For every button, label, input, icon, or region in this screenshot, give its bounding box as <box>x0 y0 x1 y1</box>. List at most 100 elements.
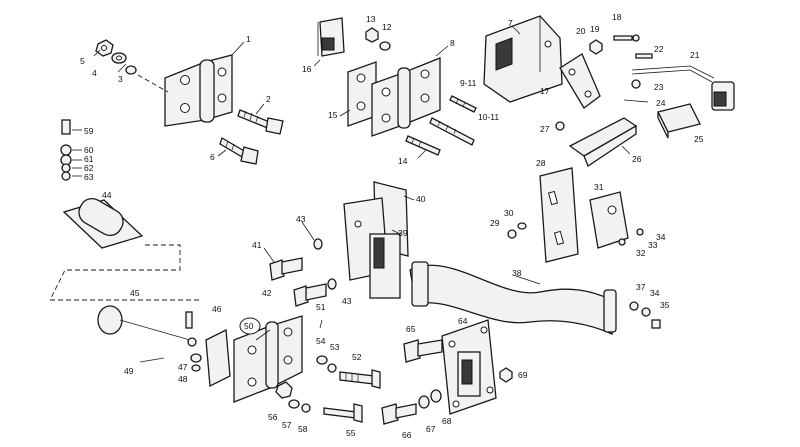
bolt-65 <box>403 339 443 363</box>
parts-34-37 <box>629 301 661 329</box>
nut-27 <box>555 121 565 131</box>
callout-59: 59 <box>84 126 94 136</box>
bracket-26 <box>568 117 638 167</box>
screw-14 <box>405 135 441 156</box>
callout-13: 13 <box>366 14 376 24</box>
callout-14: 14 <box>398 156 408 166</box>
block-25 <box>657 103 701 139</box>
screw-2 <box>237 109 284 135</box>
callout-64: 64 <box>458 316 468 326</box>
callout-69: 69 <box>518 370 528 380</box>
callout-42: 42 <box>262 288 272 298</box>
callout-50: 50 <box>244 321 254 331</box>
callout-4: 4 <box>92 68 97 78</box>
callout-61: 61 <box>84 154 94 164</box>
bolt-66 <box>381 403 417 425</box>
plate-64 <box>441 319 497 415</box>
washer-3 <box>125 65 137 75</box>
screw-9-11 <box>449 95 477 113</box>
callout-65: 65 <box>406 324 416 334</box>
latch-7 <box>483 15 563 103</box>
callout-16: 16 <box>302 64 312 74</box>
callout-19: 19 <box>590 24 600 34</box>
hinge-1 <box>164 54 233 127</box>
callout-labels: 1 2 3 4 5 6 7 8 9-11 10-11 12 13 14 15 1… <box>80 12 704 440</box>
callout-47: 47 <box>178 362 188 372</box>
callout-3: 3 <box>118 74 123 84</box>
washers-53-54 <box>316 355 337 373</box>
callout-15: 15 <box>328 110 338 120</box>
callout-40: 40 <box>416 194 426 204</box>
callout-23: 23 <box>654 82 664 92</box>
callout-33: 33 <box>648 240 658 250</box>
callout-2: 2 <box>266 94 271 104</box>
bolt-42 <box>293 283 327 307</box>
callout-49: 49 <box>124 366 134 376</box>
part-22 <box>635 53 653 59</box>
nut-13 <box>365 27 379 43</box>
clip-23 <box>631 79 641 89</box>
bolt-55 <box>323 403 363 423</box>
callout-12: 12 <box>382 22 392 32</box>
washer-29-30 <box>507 222 527 239</box>
callout-55: 55 <box>346 428 356 438</box>
callout-31: 31 <box>594 182 604 192</box>
callout-38: 38 <box>512 268 522 278</box>
bracket-31 <box>589 191 629 249</box>
bracket-16 <box>317 17 345 57</box>
callout-43b: 43 <box>342 296 352 306</box>
washer-43a <box>313 238 323 250</box>
callout-32: 32 <box>636 248 646 258</box>
plate-28 <box>539 167 579 263</box>
callout-54: 54 <box>316 336 326 346</box>
callout-39: 39 <box>398 228 408 238</box>
callout-28: 28 <box>536 158 546 168</box>
callout-57: 57 <box>282 420 292 430</box>
callout-56: 56 <box>268 412 278 422</box>
washer-12 <box>379 41 391 51</box>
hinge-51 <box>233 315 303 403</box>
pin-49 <box>139 357 165 363</box>
callout-53: 53 <box>330 342 340 352</box>
callout-7: 7 <box>508 18 513 28</box>
callout-30: 30 <box>504 208 514 218</box>
callout-41: 41 <box>252 240 262 250</box>
callout-22: 22 <box>654 44 664 54</box>
callout-45: 45 <box>130 288 140 298</box>
callout-1: 1 <box>246 34 251 44</box>
callout-60: 60 <box>84 145 94 155</box>
callout-20: 20 <box>576 26 586 36</box>
bracket-44 <box>62 197 144 249</box>
callout-5: 5 <box>80 56 85 66</box>
screw-10-11 <box>429 117 475 146</box>
bolt-stack-59-63 <box>60 119 72 181</box>
callout-17: 17 <box>540 86 550 96</box>
nut-19-20 <box>589 39 603 55</box>
callout-34: 34 <box>656 232 666 242</box>
pin-24 <box>623 99 649 103</box>
rod-45 <box>97 305 197 347</box>
callout-27: 27 <box>540 124 550 134</box>
callout-43a: 43 <box>296 214 306 224</box>
callout-37: 37 <box>636 282 646 292</box>
washers-56-58 <box>275 381 311 413</box>
callout-68: 68 <box>442 416 452 426</box>
callout-25: 25 <box>694 134 704 144</box>
bolt-6 <box>219 137 259 165</box>
screws-32-34 <box>618 228 644 246</box>
screw-18 <box>613 34 640 42</box>
bolt-41 <box>269 257 303 281</box>
callout-62: 62 <box>84 163 94 173</box>
strap-38 <box>409 261 617 336</box>
callout-48: 48 <box>178 374 188 384</box>
washers-67-68 <box>418 389 442 409</box>
bracket-L <box>205 328 231 388</box>
callout-29: 29 <box>490 218 500 228</box>
callout-63: 63 <box>84 172 94 182</box>
callout-21: 21 <box>690 50 700 60</box>
callout-34b: 34 <box>650 288 660 298</box>
bolt-52 <box>339 369 381 389</box>
part-47-48 <box>190 353 202 372</box>
callout-51: 51 <box>316 302 326 312</box>
